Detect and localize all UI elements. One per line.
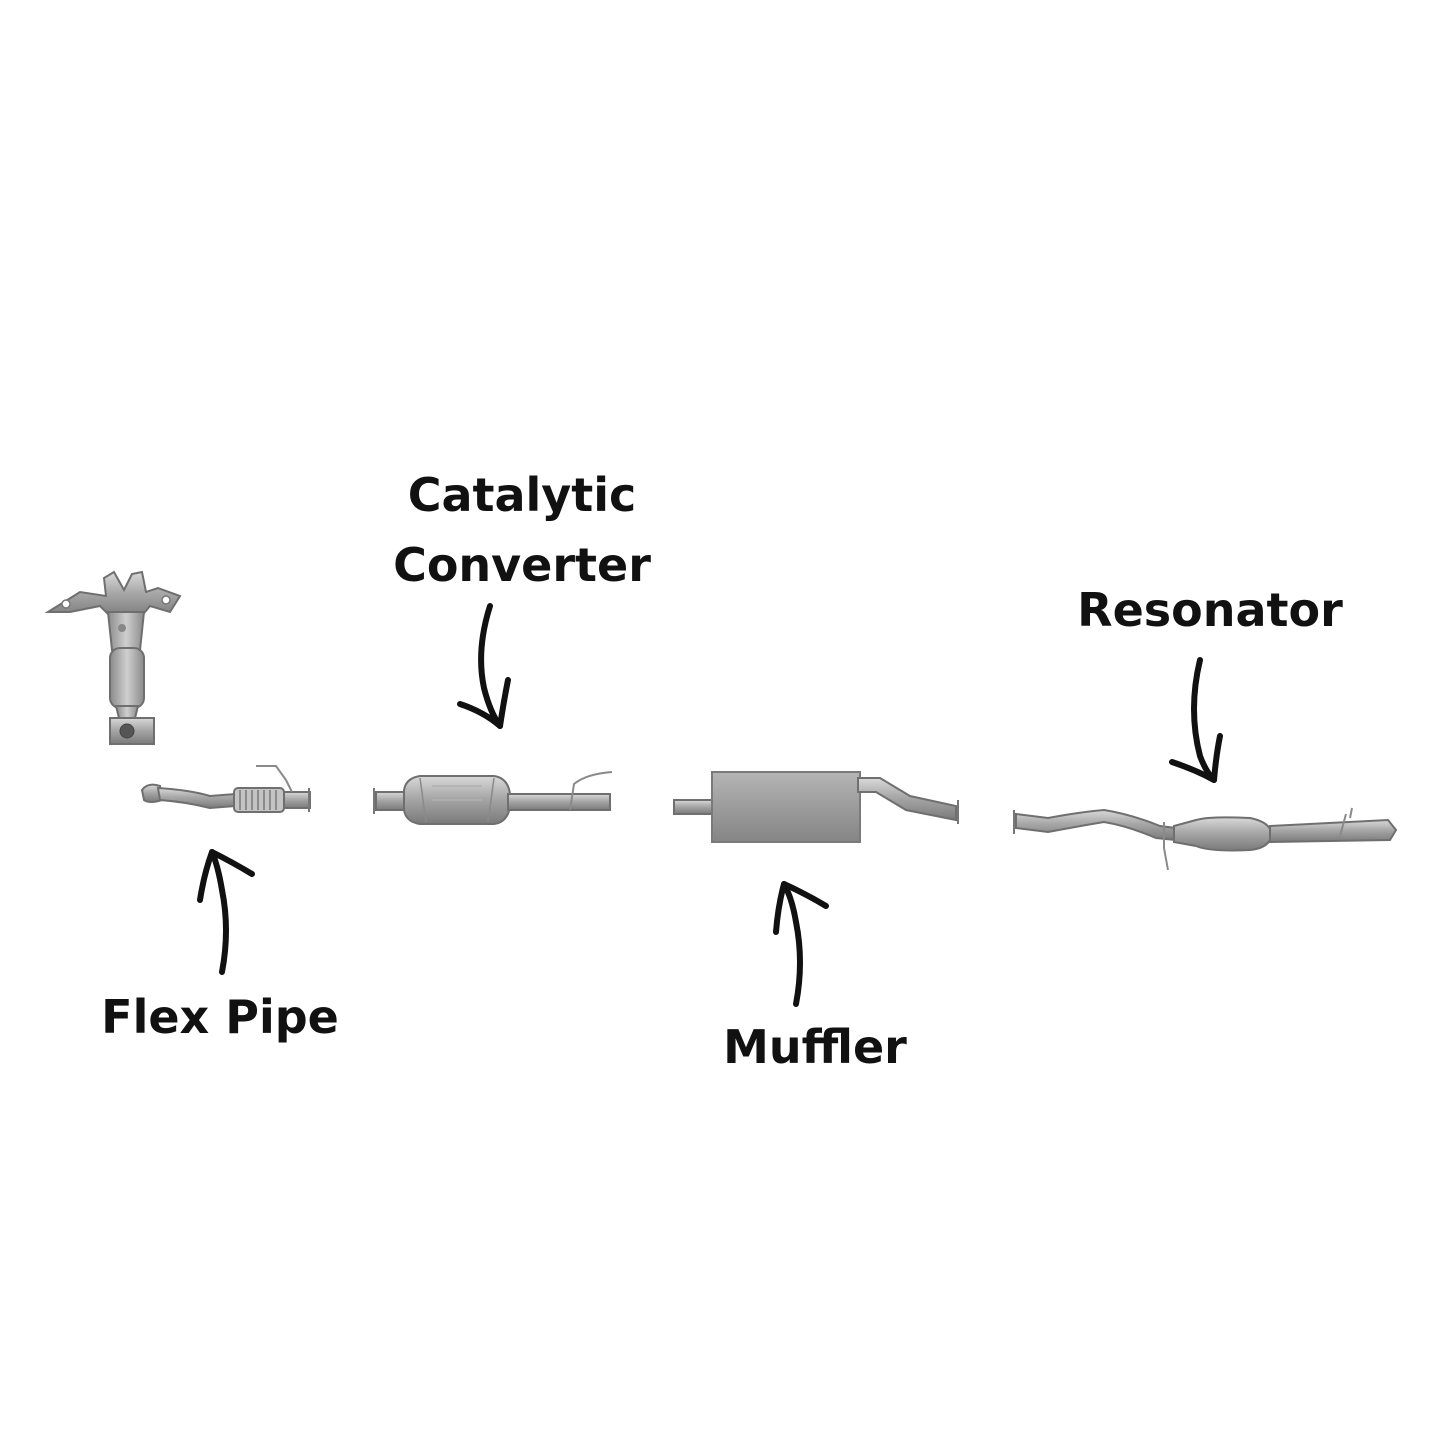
hand-drawn-arrow-icon xyxy=(457,603,511,729)
flex-pipe-label: Flex Pipe xyxy=(101,990,339,1044)
catalytic-converter-icon xyxy=(373,771,613,825)
muffler-icon xyxy=(673,771,959,843)
flex-pipe-icon xyxy=(140,765,311,813)
resonator-icon xyxy=(1013,807,1398,871)
resonator-label: Resonator xyxy=(1077,583,1343,637)
catalytic-label-line1: Catalytic xyxy=(407,468,637,522)
muffler-label: Muffler xyxy=(723,1020,907,1074)
exhaust-manifold-icon xyxy=(44,570,182,745)
hand-drawn-arrow-icon xyxy=(197,849,255,975)
catalytic-label-line2: Converter xyxy=(393,538,651,592)
hand-drawn-arrow-icon xyxy=(773,881,829,1007)
catalytic-converter-label: Catalytic Converter xyxy=(372,460,672,600)
hand-drawn-arrow-icon xyxy=(1169,657,1223,783)
